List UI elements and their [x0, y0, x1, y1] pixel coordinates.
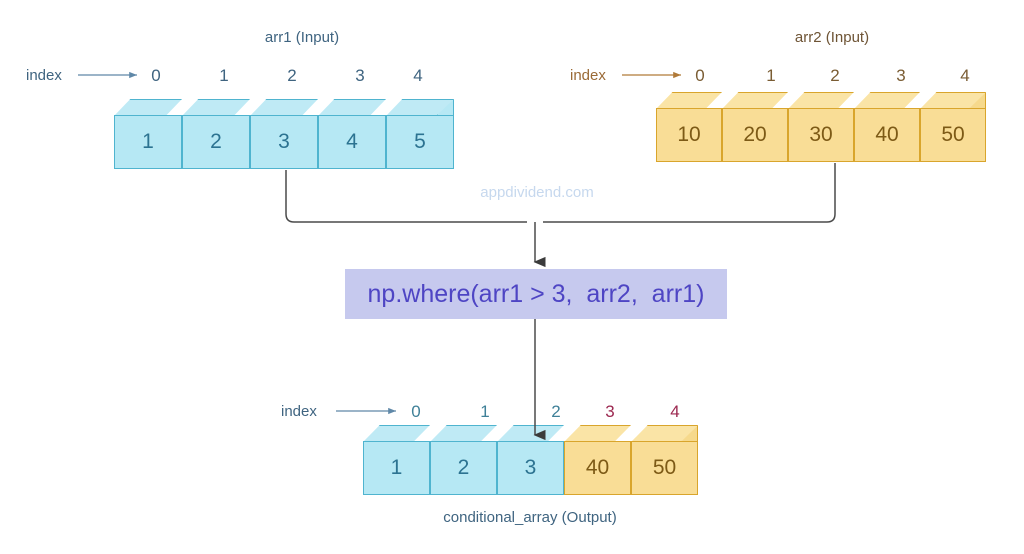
arr2-cell: 20 — [722, 108, 788, 162]
output-cell-top — [564, 425, 631, 442]
arr2-cell-top — [788, 92, 854, 109]
arr1-index-1: 1 — [219, 66, 229, 85]
output-cell: 2 — [430, 441, 497, 495]
arr1-index-2: 2 — [287, 66, 297, 85]
output-index-4: 4 — [670, 402, 680, 421]
arr2-index-label: index — [570, 67, 606, 84]
arr2-cell-top — [854, 92, 920, 109]
arr1-title: arr1 (Input) — [264, 29, 340, 46]
watermark: appdividend.com — [480, 184, 594, 201]
output-cell-top — [430, 425, 497, 442]
output-index-0: 0 — [411, 402, 421, 421]
output-cell-top — [363, 425, 430, 442]
arr1-cell: 3 — [250, 115, 318, 169]
arr1-cell: 2 — [182, 115, 250, 169]
arr1-index-label: index — [26, 67, 62, 84]
arr2-title: arr2 (Input) — [794, 29, 870, 46]
arr2-cell: 50 — [920, 108, 986, 162]
output-index-label: index — [281, 403, 317, 420]
output-index-2: 2 — [551, 402, 561, 421]
arr1-index-4: 4 — [413, 66, 423, 85]
arr2-index-0: 0 — [695, 66, 705, 85]
output-cell: 50 — [631, 441, 698, 495]
arr1-index-0: 0 — [151, 66, 161, 85]
arr1-cell-top — [182, 99, 250, 116]
arr2-index-1: 1 — [766, 66, 776, 85]
output-index-3: 3 — [605, 402, 615, 421]
arr1-cell-top — [114, 99, 182, 116]
arr2-index-3: 3 — [896, 66, 906, 85]
arr1-cell: 5 — [386, 115, 454, 169]
output-cell: 3 — [497, 441, 564, 495]
arr2-cell: 10 — [656, 108, 722, 162]
arr1-cell: 4 — [318, 115, 386, 169]
arr2-cell-top — [656, 92, 722, 109]
arr2-cell-top — [722, 92, 788, 109]
arr1-cell-top — [318, 99, 386, 116]
output-cell: 1 — [363, 441, 430, 495]
output-caption: conditional_array (Output) — [443, 509, 617, 526]
output-index-1: 1 — [480, 402, 490, 421]
arr1-cell: 1 — [114, 115, 182, 169]
output-cell: 40 — [564, 441, 631, 495]
arr2-index-2: 2 — [830, 66, 840, 85]
output-cell-top — [497, 425, 564, 442]
arr1-cell-top — [250, 99, 318, 116]
formula-box[interactable]: np.where(arr1 > 3, arr2, arr1) — [345, 269, 727, 319]
arr1-index-3: 3 — [355, 66, 365, 85]
arr2-cell: 40 — [854, 108, 920, 162]
arr2-cell: 30 — [788, 108, 854, 162]
arr2-index-4: 4 — [960, 66, 970, 85]
